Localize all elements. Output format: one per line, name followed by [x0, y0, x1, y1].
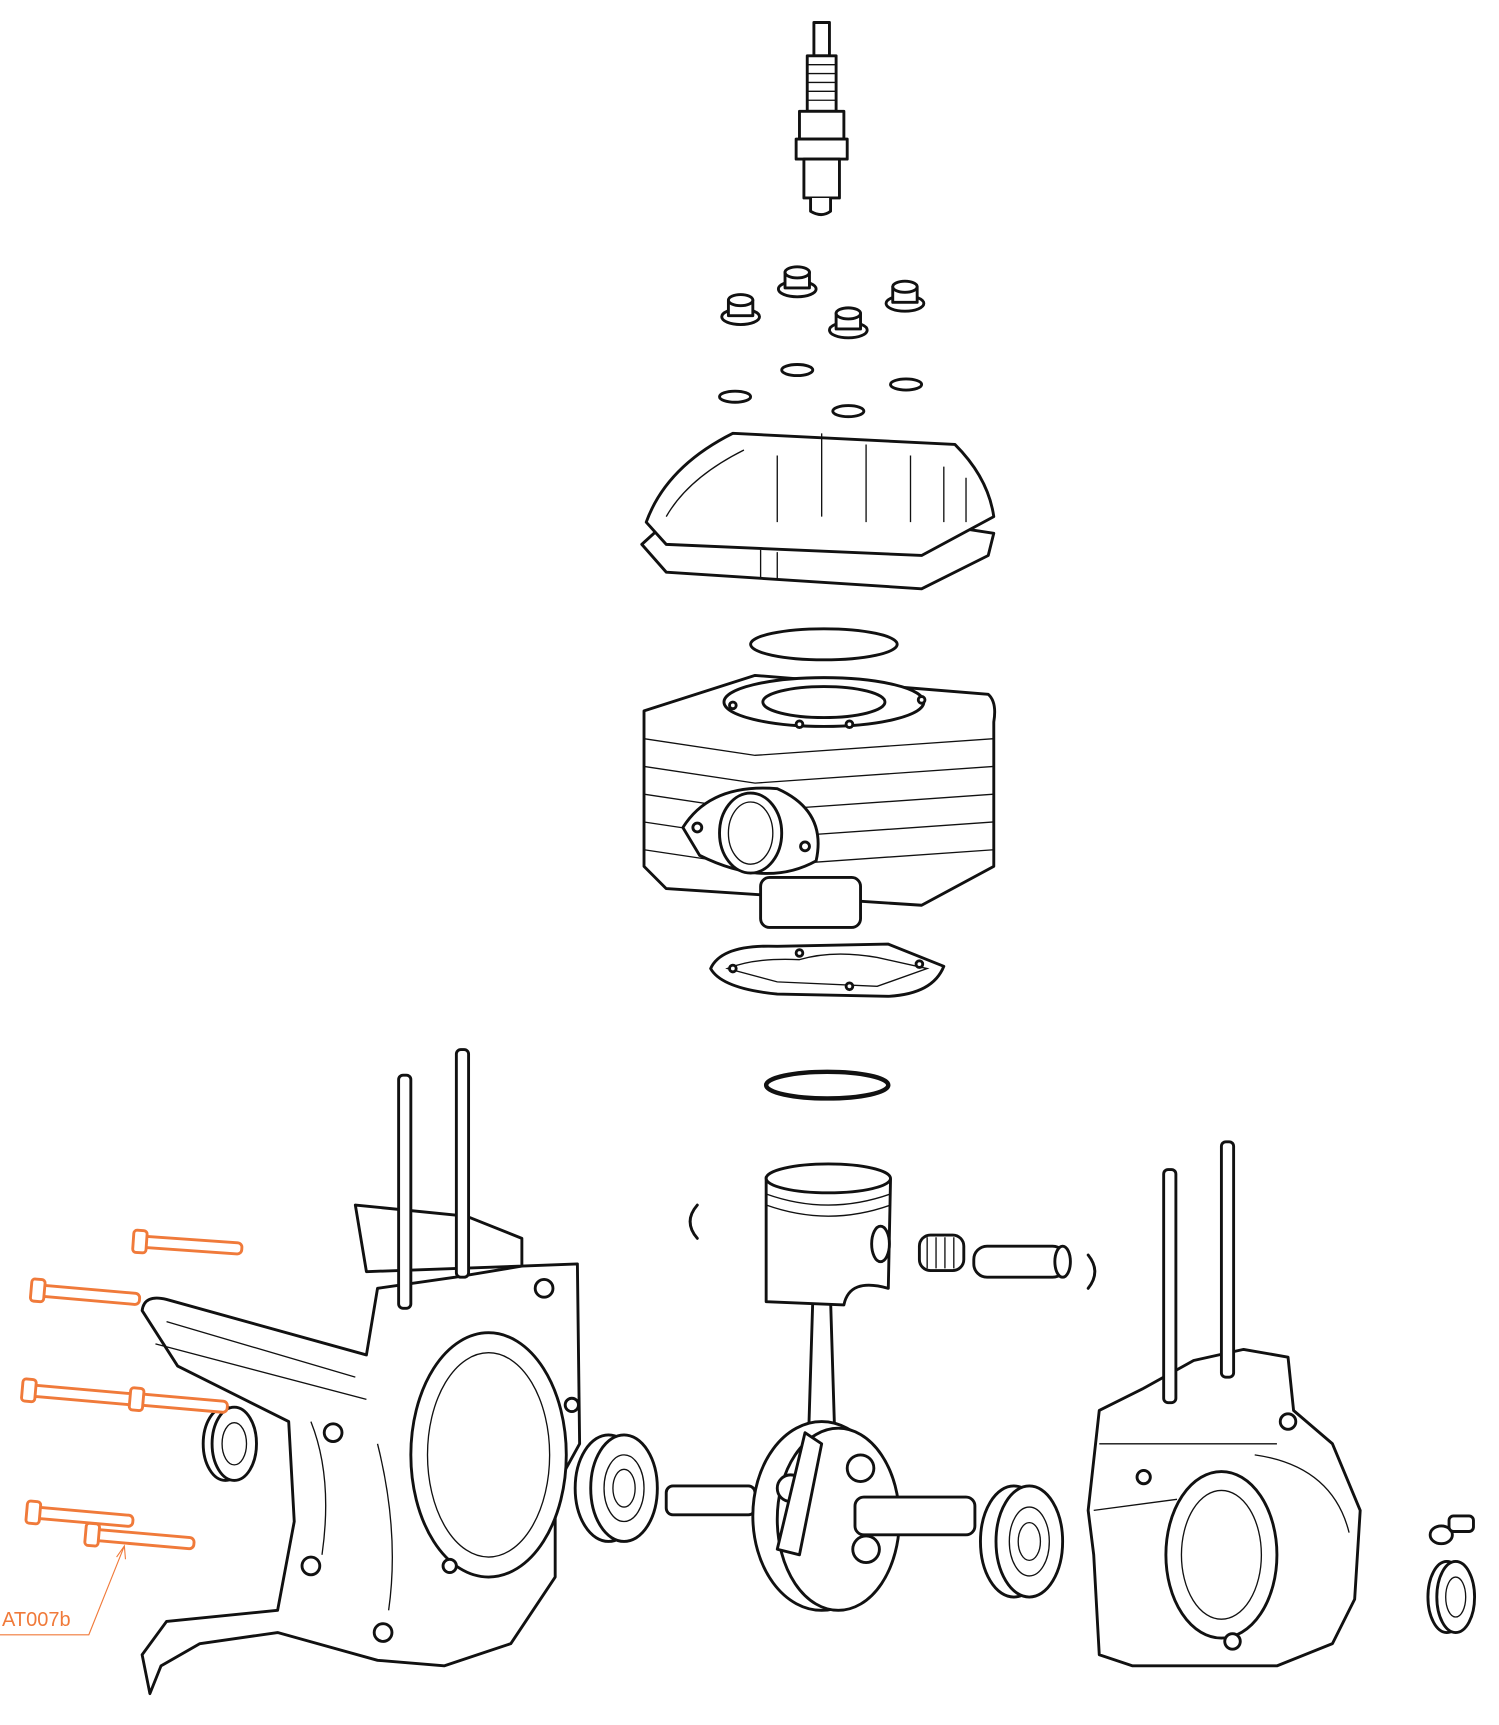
main-bearing-right — [979, 1484, 1065, 1599]
cylinder-head — [640, 431, 996, 591]
cylinder-head-nuts — [720, 265, 926, 340]
crankshaft — [664, 1420, 977, 1612]
cylinder-studs-left — [397, 1048, 471, 1310]
part-callout-label: AT007b — [2, 1609, 71, 1631]
main-bearing-left — [573, 1433, 659, 1543]
washers — [718, 363, 924, 419]
oil-seal-right — [1426, 1560, 1477, 1634]
piston-ring — [763, 1069, 891, 1101]
crankcase-left — [140, 1203, 582, 1696]
spark-plug — [794, 21, 849, 217]
circlip-right — [1086, 1253, 1097, 1290]
piston-and-connecting-rod — [764, 1162, 892, 1446]
cylinder-studs-right — [1162, 1140, 1236, 1405]
circlip-left — [688, 1203, 699, 1240]
piston-pin — [972, 1244, 1072, 1279]
cylinder — [642, 673, 997, 929]
oil-seal-left — [201, 1405, 258, 1482]
head-o-ring — [749, 627, 899, 662]
base-gasket — [709, 942, 946, 998]
crankcase-right — [1086, 1347, 1362, 1668]
needle-bearing — [917, 1233, 966, 1273]
callout-leader-line — [0, 1544, 127, 1636]
drain-plug — [1428, 1514, 1475, 1546]
highlighted-bolts-at007b — [20, 1228, 244, 1551]
